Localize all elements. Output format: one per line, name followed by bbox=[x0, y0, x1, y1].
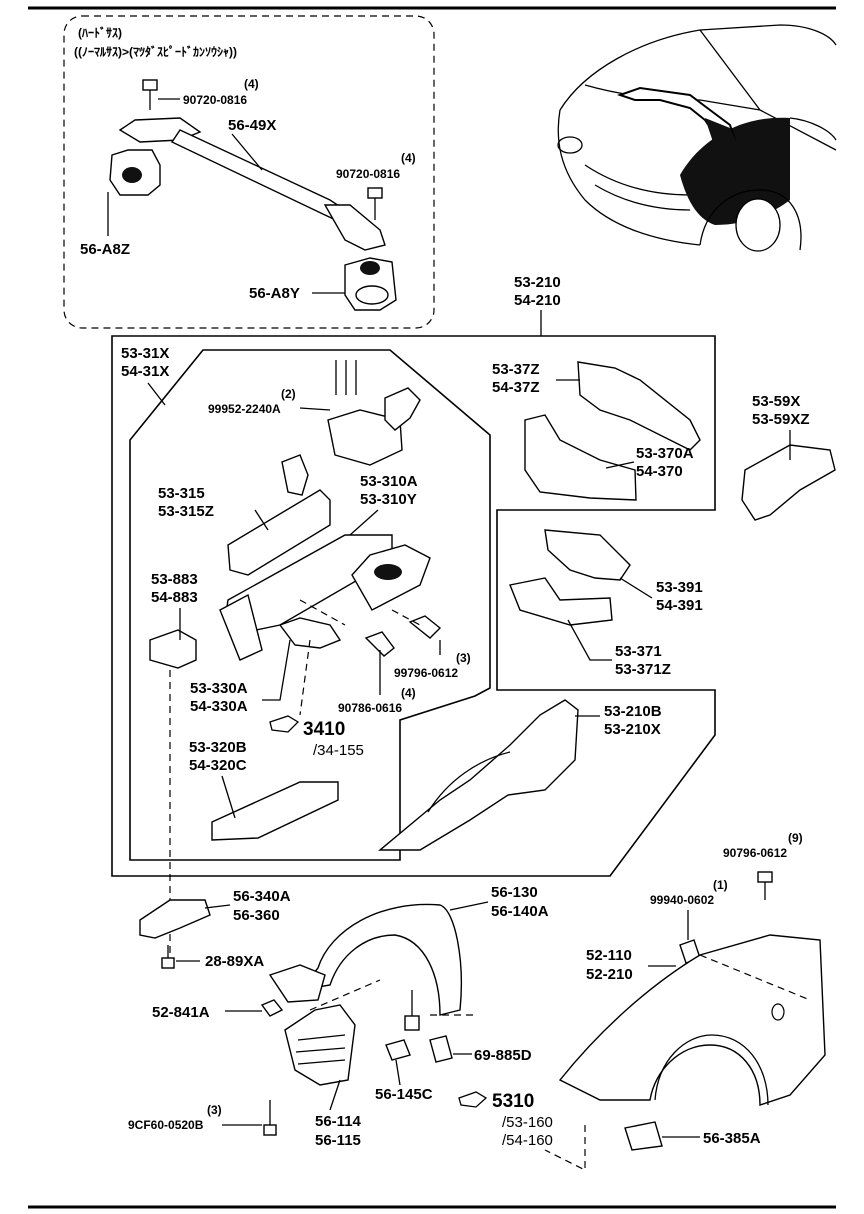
bracket-label-1: 53-883 bbox=[151, 571, 198, 588]
group-label-line1: 53-210 bbox=[514, 274, 561, 291]
side-part-label-1: 53-59X bbox=[752, 393, 800, 410]
strut-bar-illustration bbox=[109, 79, 397, 311]
lower-bracket2-label-1: 53-371 bbox=[615, 643, 662, 660]
fender-bolt-label: 28-89XA bbox=[205, 953, 264, 970]
lower-bracket-illustration bbox=[509, 529, 631, 626]
apron-label-1: 53-210B bbox=[604, 703, 662, 720]
rail-label-2: 53-315Z bbox=[158, 503, 214, 520]
fender-label-1: 52-110 bbox=[586, 947, 632, 964]
bolt-right-label: 90720-0816 bbox=[336, 167, 400, 181]
bolt-top-qty: (4) bbox=[244, 77, 259, 91]
apron-frame bbox=[111, 335, 716, 877]
liner-label-1: 56-130 bbox=[491, 884, 538, 901]
hardsus-box bbox=[63, 15, 435, 329]
rail-label-1: 53-315 bbox=[158, 485, 205, 502]
ref-sub: /34-155 bbox=[313, 742, 364, 759]
bracket2-label-2: 54-330A bbox=[190, 698, 248, 715]
bracket-label-2: 54-883 bbox=[151, 589, 198, 606]
hardsus-note-line2: ((ﾉｰﾏﾙｻｽ)>(ﾏﾂﾀﾞｽﾋﾟｰﾄﾞｶﾝｿｳｼｬ)) bbox=[74, 44, 237, 59]
apron-label-2: 53-210X bbox=[604, 721, 661, 738]
bracket-right-label: 56-A8Y bbox=[249, 285, 300, 302]
fender-bracket-label-1: 56-340A bbox=[233, 888, 291, 905]
upper-bracket2-label-2: 54-370 bbox=[636, 463, 683, 480]
clip-label: 56-145C bbox=[375, 1086, 433, 1103]
ref-arrow-icon bbox=[269, 715, 300, 733]
bolt-label: 99952-2240A bbox=[208, 402, 281, 416]
bolt2-qty-fender: (3) bbox=[207, 1103, 222, 1117]
upper-bracket-illustration bbox=[524, 361, 701, 501]
upper-bracket-label-1: 53-37Z bbox=[492, 361, 540, 378]
lower-bracket-label-1: 53-391 bbox=[656, 579, 703, 596]
upper-bracket-label-2: 54-37Z bbox=[492, 379, 540, 396]
nut2-qty: (1) bbox=[713, 878, 728, 892]
mudguard-label-1: 56-114 bbox=[315, 1113, 362, 1130]
ref2-arrow-icon bbox=[458, 1091, 488, 1108]
bolt2-label: 99796-0612 bbox=[394, 666, 458, 680]
ref2-main: 5310 bbox=[492, 1091, 534, 1112]
bar-label: 56-49X bbox=[228, 117, 276, 134]
bolt2-label-fender: 9CF60-0520B bbox=[128, 1118, 204, 1132]
ref2-sub2: /54-160 bbox=[502, 1132, 553, 1149]
bracket-left-label: 56-A8Z bbox=[80, 241, 130, 258]
fender-group-illustration bbox=[139, 871, 826, 1151]
ref-main: 3410 bbox=[303, 719, 345, 740]
frame-label-1: 53-31X bbox=[121, 345, 169, 362]
mudguard-label-2: 56-115 bbox=[315, 1132, 361, 1149]
group-label-line2: 54-210 bbox=[514, 292, 561, 309]
liner-label-2: 56-140A bbox=[491, 903, 549, 920]
inner-frame bbox=[129, 349, 491, 861]
upper-bracket2-label-1: 53-370A bbox=[636, 445, 694, 462]
member-label-1: 53-310A bbox=[360, 473, 418, 490]
fender-bracket-label-2: 56-360 bbox=[233, 907, 280, 924]
fender-label-2: 52-210 bbox=[586, 966, 633, 983]
plate-label-1: 53-320B bbox=[189, 739, 247, 756]
pad-label: 56-385A bbox=[703, 1130, 761, 1147]
member-illustration bbox=[149, 360, 579, 851]
bolt3-label-fender: 90796-0612 bbox=[723, 846, 787, 860]
plate-label-2: 54-320C bbox=[189, 757, 247, 774]
hardsus-note-line1: (ﾊｰﾄﾞｻｽ) bbox=[78, 25, 122, 40]
nut-label: 52-841A bbox=[152, 1004, 210, 1021]
lower-bracket2-label-2: 53-371Z bbox=[615, 661, 671, 678]
side-part-label-2: 53-59XZ bbox=[752, 411, 810, 428]
bolt-qty: (2) bbox=[281, 387, 296, 401]
bolt3-qty: (4) bbox=[401, 686, 416, 700]
lower-bracket-label-2: 54-391 bbox=[656, 597, 703, 614]
bracket2-label-1: 53-330A bbox=[190, 680, 248, 697]
member-label-2: 53-310Y bbox=[360, 491, 417, 508]
bolt3-qty-fender: (9) bbox=[788, 831, 803, 845]
bolt-right-qty: (4) bbox=[401, 151, 416, 165]
bolt2-qty: (3) bbox=[456, 651, 471, 665]
ref2-sub1: /53-160 bbox=[502, 1114, 553, 1131]
side-part-illustration bbox=[741, 444, 836, 521]
frame-label-2: 54-31X bbox=[121, 363, 169, 380]
car-illustration bbox=[557, 24, 837, 252]
clip2-label: 69-885D bbox=[474, 1047, 532, 1064]
nut2-label: 99940-0602 bbox=[650, 893, 714, 907]
bolt-top-label: 90720-0816 bbox=[183, 93, 247, 107]
bolt3-label: 90786-0616 bbox=[338, 701, 402, 715]
